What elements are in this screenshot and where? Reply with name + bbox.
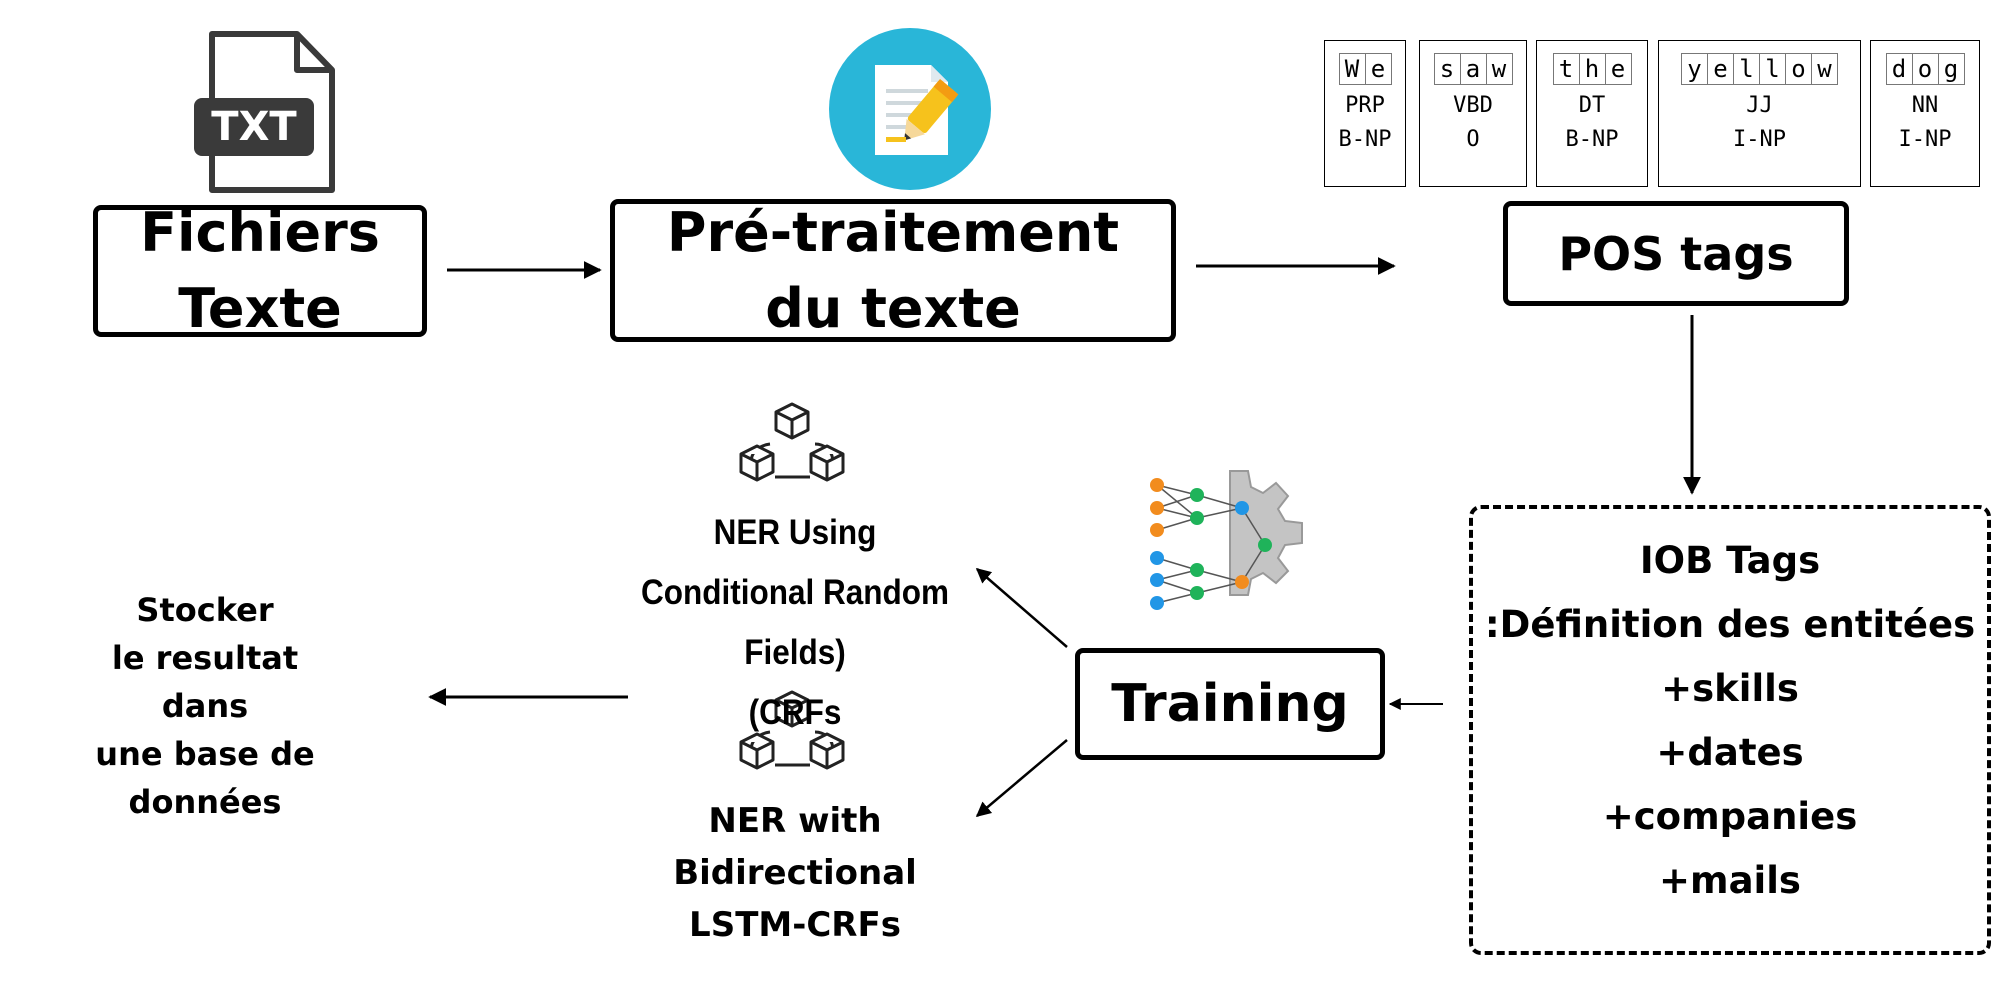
pos-tag: DT xyxy=(1578,93,1606,118)
pos-tag: JJ xyxy=(1746,93,1773,118)
lstm-line: LSTM-CRFs xyxy=(689,905,901,945)
pos-letter: e xyxy=(1604,53,1632,85)
node-pretraitement-line-2: du texte xyxy=(765,276,1021,340)
store-line: dans xyxy=(161,687,249,725)
node-pretraitement: Pré-traitement du texte xyxy=(610,199,1176,342)
pos-letter: o xyxy=(1911,53,1938,85)
pos-letter: d xyxy=(1885,53,1912,85)
pos-tag: PRP xyxy=(1345,93,1385,118)
store-line: une base de xyxy=(95,735,315,773)
node-training: Training xyxy=(1075,648,1385,760)
pos-letter: o xyxy=(1785,53,1811,85)
crf-line: (CRFs xyxy=(748,693,842,732)
pos-chunk: I-NP xyxy=(1898,127,1952,152)
pos-letter: w xyxy=(1485,53,1513,85)
arrow-training-to-lstm xyxy=(975,739,1068,817)
pos-letter: e xyxy=(1364,53,1392,85)
iob-line: +skills xyxy=(1661,667,1799,710)
model-blocks-icon xyxy=(735,392,850,492)
node-fichiers-line-2: Texte xyxy=(178,277,342,340)
neural-network-gear-icon xyxy=(1145,465,1305,625)
lstm-line: Bidirectional xyxy=(673,853,917,893)
pos-letter: h xyxy=(1578,53,1605,85)
txt-file-icon: TXT xyxy=(182,30,347,195)
iob-line: +mails xyxy=(1659,859,1801,902)
node-pretraitement-line-1: Pré-traitement xyxy=(666,200,1120,264)
pos-letter: t xyxy=(1552,53,1579,85)
crf-line: Conditional Random Fields) xyxy=(641,573,949,672)
iob-line: :Définition des entitées xyxy=(1484,603,1976,646)
document-edit-icon xyxy=(828,27,993,192)
pos-tag: NN xyxy=(1911,93,1939,118)
node-fichiers-texte: Fichiers Texte xyxy=(93,201,427,340)
pos-chunk: B-NP xyxy=(1565,127,1619,152)
arrow-training-to-crf xyxy=(975,568,1068,648)
iob-line: IOB Tags xyxy=(1639,539,1821,582)
model-blocks-icon xyxy=(735,680,850,780)
pos-letter: s xyxy=(1433,53,1460,85)
lstm-line: NER with xyxy=(708,801,882,841)
store-line: Stocker xyxy=(136,591,274,629)
pos-letter: a xyxy=(1459,53,1486,85)
iob-line: +dates xyxy=(1656,731,1804,774)
node-iob-tags: IOB Tags :Définition des entitées +skill… xyxy=(1469,505,1991,955)
pos-letter: l xyxy=(1733,53,1759,85)
pos-letter: l xyxy=(1759,53,1785,85)
pos-letter: g xyxy=(1937,53,1965,85)
pos-letter: y xyxy=(1681,53,1707,85)
label-stocker-resultat: Stocker le resultat dans une base de don… xyxy=(40,586,370,826)
pos-chunk: I-NP xyxy=(1733,127,1786,152)
node-training-label: Training xyxy=(1111,674,1349,734)
node-pos-tags-label: POS tags xyxy=(1558,226,1794,281)
pos-chunk: B-NP xyxy=(1338,127,1392,152)
node-pos-tags: POS tags xyxy=(1503,201,1849,306)
pos-tag: VBD xyxy=(1453,93,1493,118)
crf-line: NER Using xyxy=(713,513,877,552)
node-fichiers-line-1: Fichiers xyxy=(140,201,380,264)
txt-icon-label: TXT xyxy=(211,104,297,150)
store-line: le resultat xyxy=(111,639,299,677)
label-ner-bilstm: NER with Bidirectional LSTM-CRFs xyxy=(600,795,990,951)
pos-letter: W xyxy=(1338,53,1365,85)
pos-letter: w xyxy=(1811,53,1838,85)
iob-line: +companies xyxy=(1602,795,1858,838)
store-line: données xyxy=(128,783,282,821)
pos-chunk: O xyxy=(1466,127,1480,152)
pos-letter: e xyxy=(1707,53,1733,85)
label-ner-crf: NER Using Conditional Random Fields) (CR… xyxy=(606,503,984,743)
